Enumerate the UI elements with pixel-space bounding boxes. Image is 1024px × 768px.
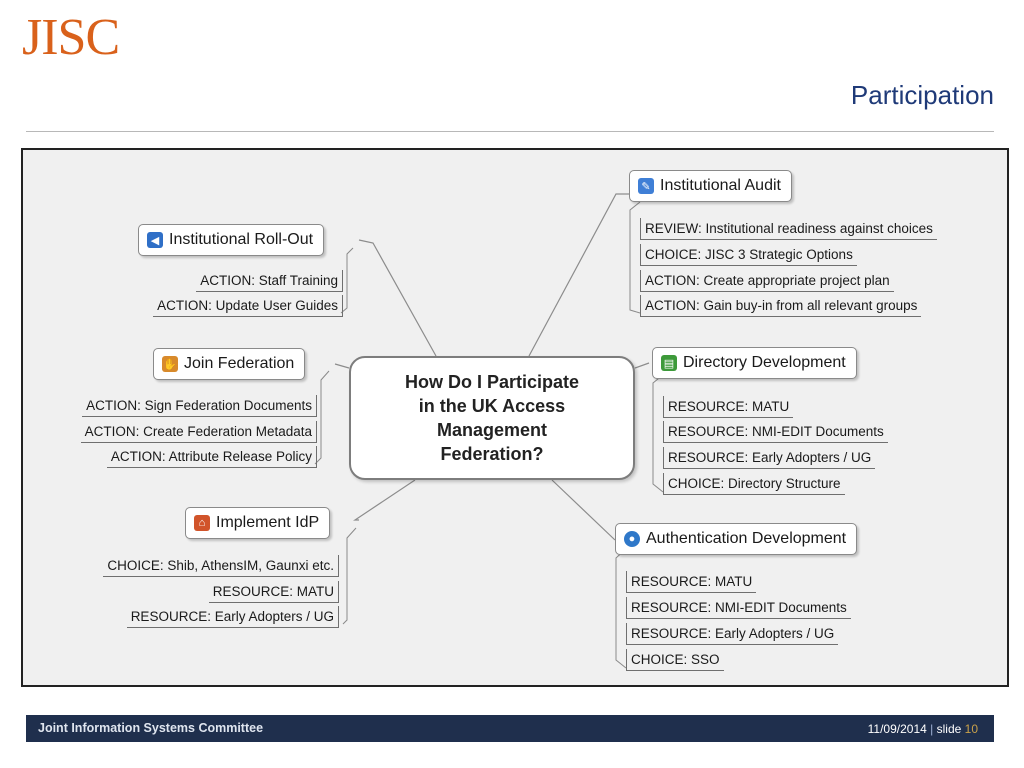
subtopic-item[interactable]: RESOURCE: Early Adopters / UG <box>663 447 876 469</box>
subtopic-item[interactable]: ACTION: Update User Guides <box>153 295 343 317</box>
footer-organization: Joint Information Systems Committee <box>38 721 264 735</box>
topic-join-federation[interactable]: ✋ Join Federation <box>153 348 306 380</box>
pencil-icon: ✎ <box>638 178 654 194</box>
subtopic-item[interactable]: ACTION: Create appropriate project plan <box>640 270 894 292</box>
subtopic-item[interactable]: ACTION: Create Federation Metadata <box>80 421 317 443</box>
subtopic-item[interactable]: RESOURCE: Early Adopters / UG <box>126 606 339 628</box>
slide-title: Participation <box>850 80 994 110</box>
directory-icon: ▤ <box>661 355 677 371</box>
subtopic-item[interactable]: RESOURCE: MATU <box>663 396 794 418</box>
subtopic-item[interactable]: CHOICE: Directory Structure <box>663 473 845 495</box>
subtopic-item[interactable]: RESOURCE: MATU <box>626 571 757 593</box>
central-topic-line: Federation? <box>440 444 544 464</box>
subtopic-item[interactable]: ACTION: Attribute Release Policy <box>106 446 317 468</box>
topic-directory-development[interactable]: ▤ Directory Development <box>652 347 857 379</box>
central-topic-line: Management <box>436 420 547 440</box>
house-icon: ⌂ <box>194 515 210 531</box>
topic-label: Directory Development <box>683 354 846 371</box>
footer-slide-number: 10 <box>964 722 978 736</box>
bracket-institutional-audit <box>629 201 641 314</box>
topic-label: Implement IdP <box>216 514 320 531</box>
footer-slide-label: slide <box>936 722 962 736</box>
footer-bar: Joint Information Systems Committee 11/0… <box>26 715 994 742</box>
subtopic-item[interactable]: ACTION: Sign Federation Documents <box>82 395 317 417</box>
connector-institutional-roll-out <box>358 239 437 357</box>
mind-map: How Do I Participate in the UK Access Ma… <box>21 148 1009 687</box>
connector-authentication-development <box>551 479 616 541</box>
topic-institutional-roll-out[interactable]: ◀ Institutional Roll-Out <box>138 224 325 256</box>
topic-label: Authentication Development <box>646 530 847 547</box>
connector-implement-idp <box>353 479 416 521</box>
connector-join-federation <box>334 363 350 369</box>
subtopic-item[interactable]: RESOURCE: NMI-EDIT Documents <box>663 421 888 443</box>
bracket-join-federation <box>314 370 330 465</box>
globe-icon: ● <box>624 531 640 547</box>
topic-label: Join Federation <box>184 355 295 372</box>
handshake-icon: ✋ <box>162 356 178 372</box>
subtopic-item[interactable]: ACTION: Staff Training <box>196 270 343 292</box>
subtopic-item[interactable]: RESOURCE: NMI-EDIT Documents <box>626 597 851 619</box>
central-topic[interactable]: How Do I Participate in the UK Access Ma… <box>349 356 635 480</box>
connector-directory-development <box>634 362 650 369</box>
subtopic-item[interactable]: REVIEW: Institutional readiness against … <box>640 218 937 240</box>
connector-institutional-audit <box>528 193 629 357</box>
bracket-implement-idp <box>342 527 357 625</box>
title-divider <box>26 131 994 132</box>
bracket-institutional-roll-out <box>340 247 354 314</box>
footer-separator: | <box>930 722 934 736</box>
topic-institutional-audit[interactable]: ✎ Institutional Audit <box>629 170 792 202</box>
subtopic-item[interactable]: RESOURCE: MATU <box>208 581 339 603</box>
topic-implement-idp[interactable]: ⌂ Implement IdP <box>185 507 331 539</box>
central-topic-line: How Do I Participate <box>404 372 580 392</box>
megaphone-icon: ◀ <box>147 232 163 248</box>
topic-authentication-development[interactable]: ● Authentication Development <box>615 523 858 555</box>
subtopic-item[interactable]: CHOICE: Shib, AthensIM, Gaunxi etc. <box>103 555 339 577</box>
subtopic-item[interactable]: RESOURCE: Early Adopters / UG <box>626 623 839 645</box>
central-topic-line: in the UK Access <box>418 396 566 416</box>
subtopic-item[interactable]: CHOICE: JISC 3 Strategic Options <box>640 244 857 266</box>
subtopic-item[interactable]: ACTION: Gain buy-in from all relevant gr… <box>640 295 922 317</box>
topic-label: Institutional Audit <box>660 177 781 194</box>
subtopic-item[interactable]: CHOICE: SSO <box>626 649 724 671</box>
footer-date: 11/09/2014 <box>867 722 927 736</box>
footer-slide-info: 11/09/2014 | slide 10 <box>868 722 978 736</box>
jisc-logo: JISC <box>22 9 120 66</box>
topic-label: Institutional Roll-Out <box>169 231 314 248</box>
